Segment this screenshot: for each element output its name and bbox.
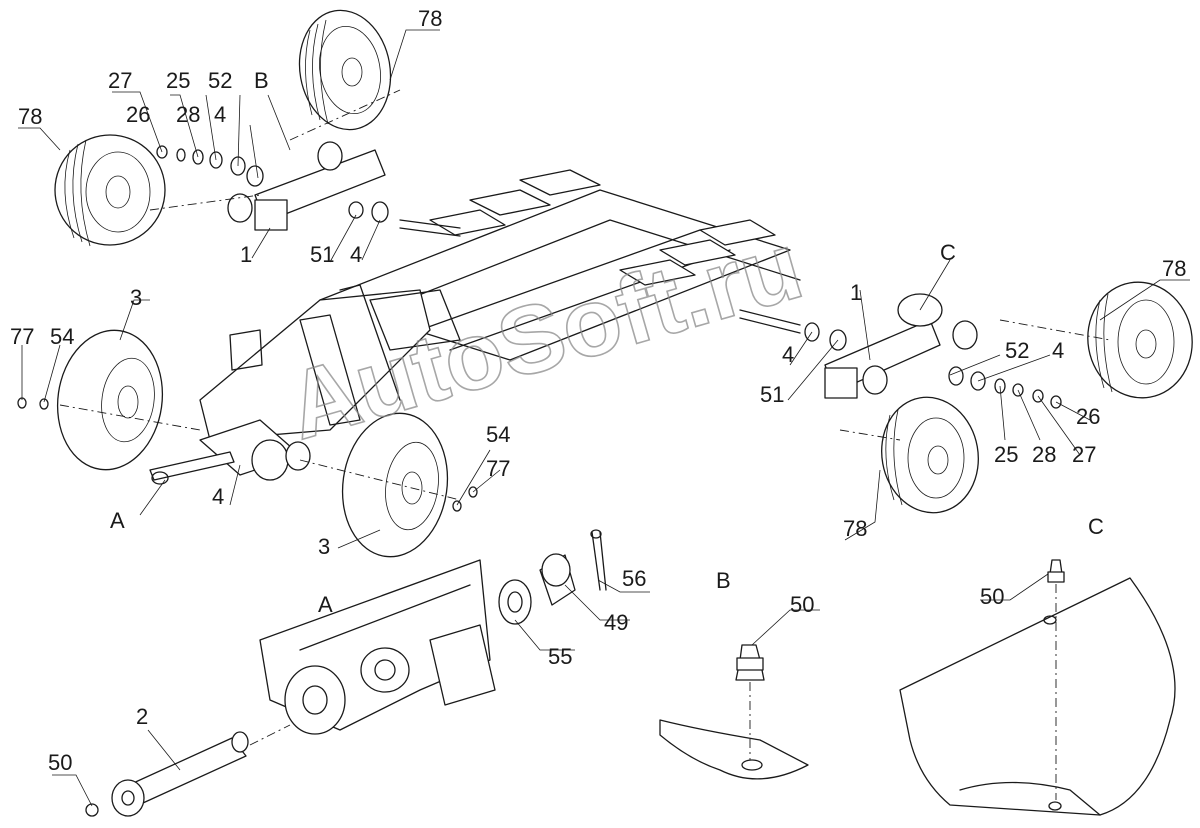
label-26-right: 26 <box>1076 404 1100 429</box>
label-55: 55 <box>548 644 572 669</box>
label-28-right: 28 <box>1032 442 1056 467</box>
hub-left <box>156 141 389 231</box>
label-77-right: 77 <box>486 456 510 481</box>
label-51-right: 51 <box>760 382 784 407</box>
axis-line-2 <box>289 89 401 141</box>
label-78-left: 78 <box>18 104 42 129</box>
label-54-right: 54 <box>486 422 510 447</box>
wheel-rear-bottom <box>341 412 449 558</box>
axis-line-5 <box>59 404 201 431</box>
label-4-left-2: 4 <box>350 242 362 267</box>
label-4-right-2: 4 <box>782 342 794 367</box>
label-49: 49 <box>604 610 628 635</box>
detail-view-b <box>659 644 809 780</box>
label-3-bottom: 3 <box>318 534 330 559</box>
label-view-c-ref: C <box>940 240 956 265</box>
label-27-left: 27 <box>108 68 132 93</box>
label-4-right-1: 4 <box>1052 338 1064 363</box>
wheel-bottom-right <box>881 396 979 514</box>
hub-right <box>804 293 1062 409</box>
axis-line-6 <box>299 459 461 501</box>
label-78-right: 78 <box>1162 256 1186 281</box>
view-title-a: A <box>318 592 333 617</box>
view-title-b: B <box>716 568 731 593</box>
label-51-left: 51 <box>310 242 334 267</box>
label-4-left: 4 <box>214 102 226 127</box>
label-25-right: 25 <box>994 442 1018 467</box>
label-view-a-ref: A <box>110 508 125 533</box>
label-56: 56 <box>622 566 646 591</box>
chassis-frame <box>199 169 801 441</box>
label-52-right: 52 <box>1005 338 1029 363</box>
label-1-right: 1 <box>850 280 862 305</box>
label-3-left: 3 <box>130 285 142 310</box>
label-2: 2 <box>136 704 148 729</box>
view-title-c: C <box>1088 514 1104 539</box>
label-28-left: 28 <box>176 102 200 127</box>
label-4-mid: 4 <box>212 484 224 509</box>
label-77-left: 77 <box>10 324 34 349</box>
label-50-a: 50 <box>48 750 72 775</box>
part-labels: 78 78 78 78 27 25 52 B 26 28 4 1 51 4 3 … <box>10 6 1186 775</box>
label-78-top: 78 <box>418 6 442 31</box>
hub-rear <box>17 397 478 512</box>
label-1-left: 1 <box>240 242 252 267</box>
wheel-left <box>54 134 166 247</box>
label-27-right: 27 <box>1072 442 1096 467</box>
detail-view-a <box>85 529 607 817</box>
wheel-rear-left <box>56 329 164 471</box>
detail-view-c <box>899 559 1176 816</box>
label-26-left: 26 <box>126 102 150 127</box>
label-50-c: 50 <box>980 584 1004 609</box>
label-52-left: 52 <box>208 68 232 93</box>
label-54-left: 54 <box>50 324 74 349</box>
label-50-b: 50 <box>790 592 814 617</box>
leader-lines <box>18 29 1190 807</box>
label-25-left: 25 <box>166 68 190 93</box>
wheel-top <box>298 9 392 131</box>
label-view-b-ref: B <box>254 68 269 93</box>
label-78-bottom: 78 <box>843 516 867 541</box>
